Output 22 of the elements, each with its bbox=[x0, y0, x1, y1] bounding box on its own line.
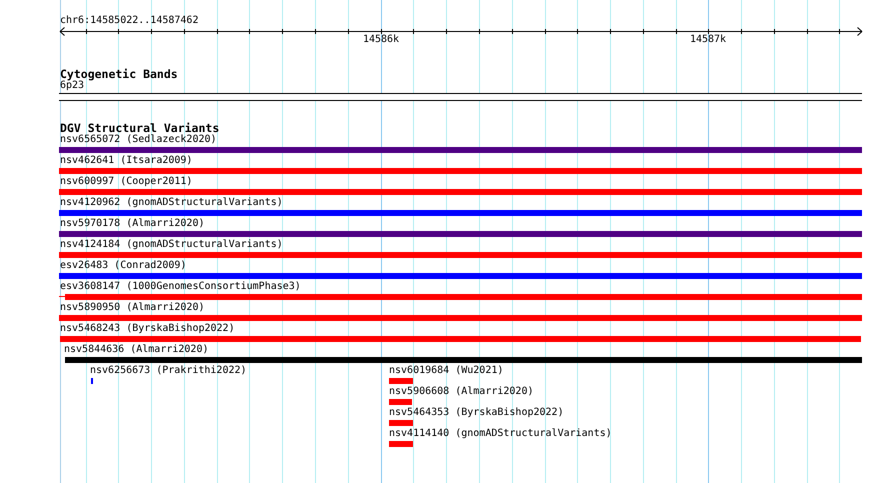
track-title: DGV Structural Variants bbox=[60, 122, 220, 134]
variant-label: nsv462641 (Itsara2009) bbox=[60, 155, 192, 167]
band-label: 6p23 bbox=[60, 80, 84, 92]
location-label: chr6:14585022..14587462 bbox=[60, 15, 198, 27]
track-title: Cytogenetic Bands bbox=[60, 68, 178, 80]
tick-label: 14586k bbox=[362, 34, 400, 46]
variant-label: esv26483 (Conrad2009) bbox=[60, 260, 186, 272]
tick-label: 14587k bbox=[690, 34, 726, 46]
variant-label: nsv5468243 (ByrskaBishop2022) bbox=[60, 323, 235, 335]
variant-label: nsv4124184 (gnomADStructuralVariants) bbox=[60, 239, 283, 251]
variant-label: nsv5464353 (ByrskaBishop2022) bbox=[389, 407, 564, 419]
variant-label: nsv6256673 (Prakrithi2022) bbox=[90, 365, 247, 377]
variant-label: nsv5906608 (Almarri2020) bbox=[389, 386, 534, 398]
variant-label: nsv600997 (Cooper2011) bbox=[60, 176, 192, 188]
variant-label: nsv6019684 (Wu2021) bbox=[389, 365, 504, 377]
variant-label: nsv5890950 (Almarri2020) bbox=[60, 302, 204, 314]
variant-label: nsv4120962 (gnomADStructuralVariants) bbox=[60, 197, 283, 209]
variant-label: nsv6565072 (Sedlazeck2020) bbox=[60, 134, 217, 146]
variant-label: nsv5970178 (Almarri2020) bbox=[60, 218, 204, 230]
variant-label: nsv4114140 (gnomADStructuralVariants) bbox=[389, 428, 612, 440]
variant-label: esv3608147 (1000GenomesConsortiumPhase3) bbox=[60, 281, 301, 293]
variant-label: nsv5844636 (Almarri2020) bbox=[64, 344, 208, 356]
